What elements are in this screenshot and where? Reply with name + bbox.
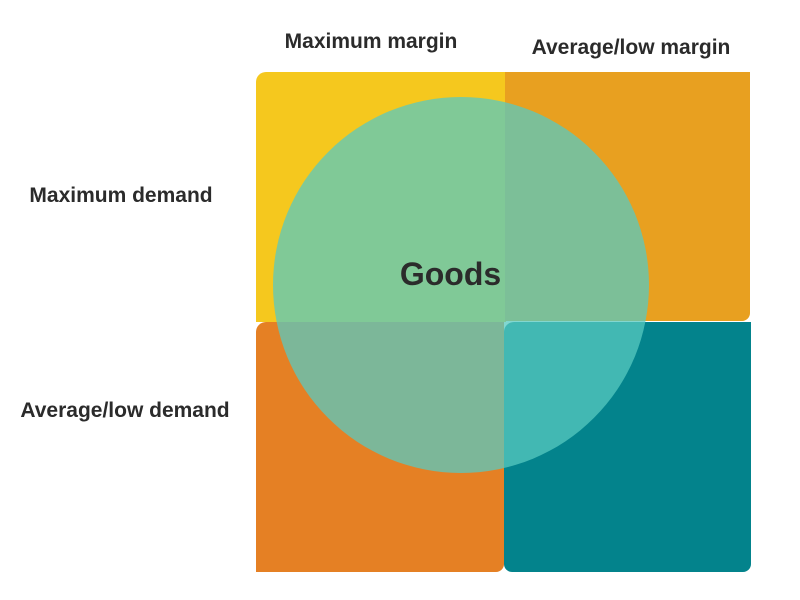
row-label-maximum-demand: Maximum demand	[29, 184, 213, 207]
column-label-average-low-margin: Average/low margin	[531, 36, 731, 59]
center-circle	[273, 97, 649, 473]
column-label-maximum-margin: Maximum margin	[284, 30, 458, 53]
center-label-goods: Goods	[399, 256, 502, 292]
row-label-average-low-demand: Average/low demand	[20, 399, 230, 422]
